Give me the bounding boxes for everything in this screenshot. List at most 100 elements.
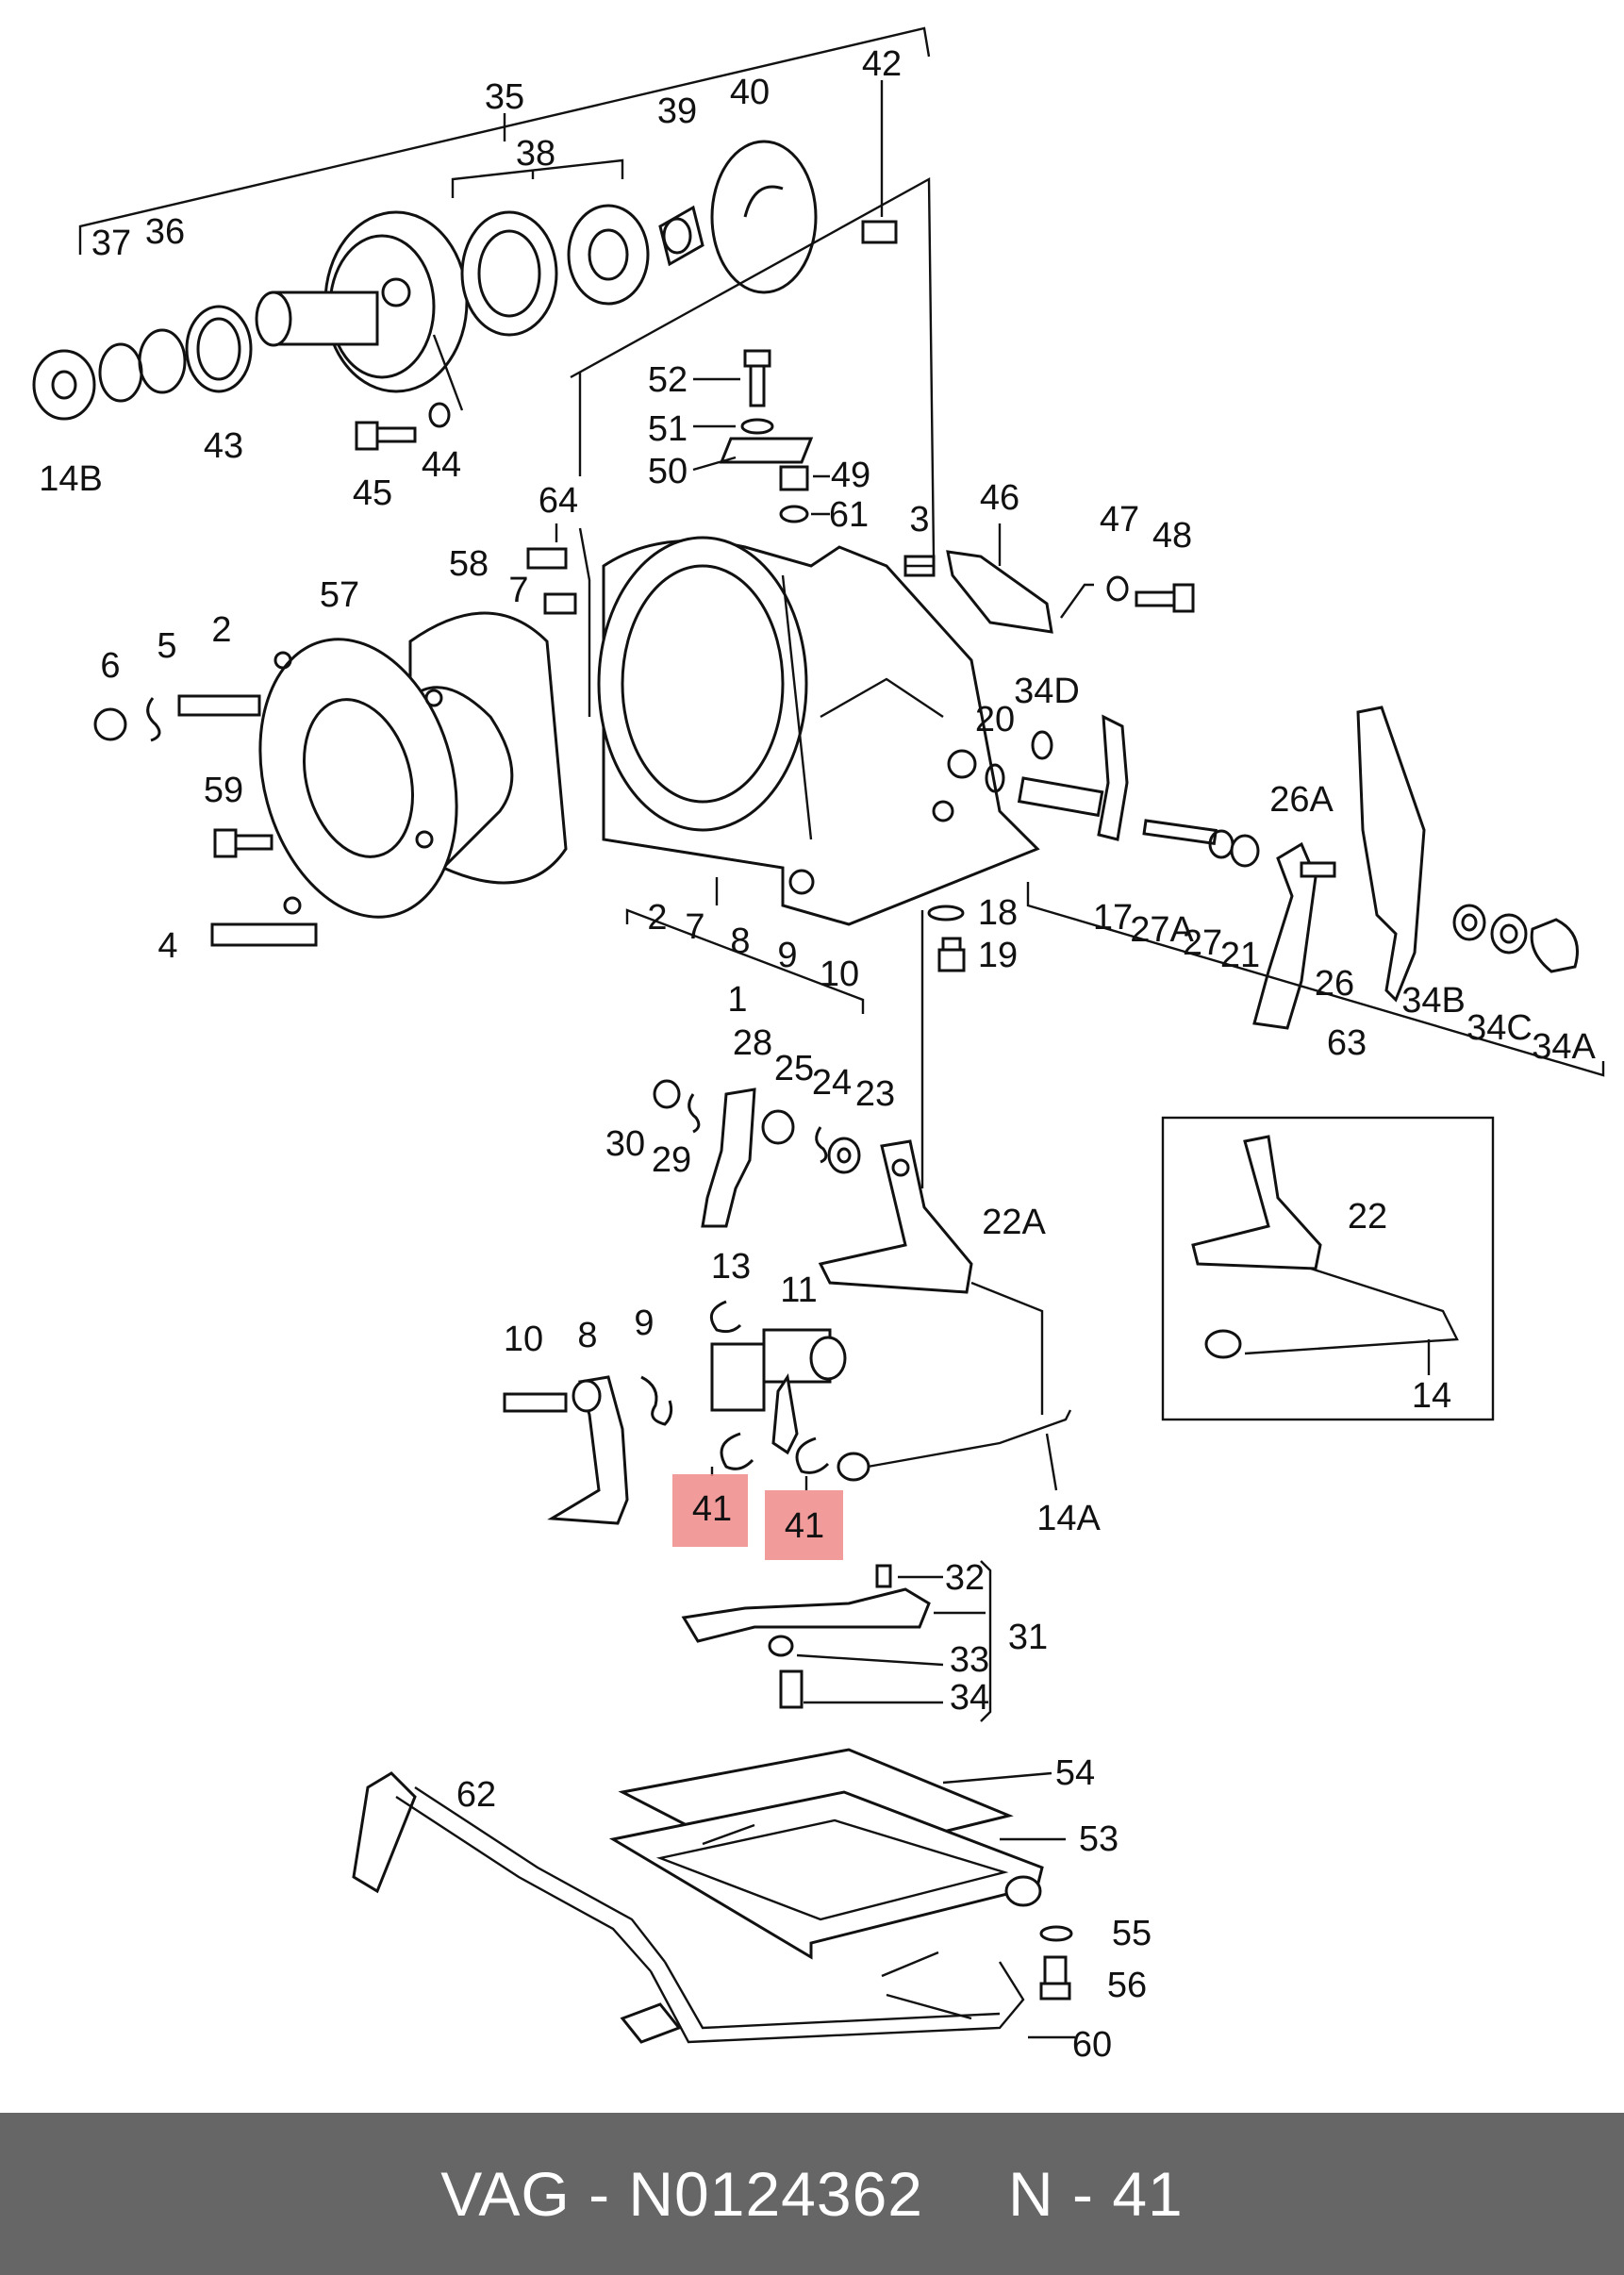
callout-label: 33 xyxy=(950,1640,989,1680)
callout-label: 14B xyxy=(39,459,103,499)
part-footer: VAG - N0124362 N - 41 xyxy=(0,2113,1624,2275)
callout-label: 47 xyxy=(1100,500,1139,540)
gear-38 xyxy=(460,204,650,337)
callout-label: 52 xyxy=(648,360,688,400)
callout-label: 28 xyxy=(733,1023,772,1063)
callout-label: 18 xyxy=(978,893,1018,933)
callout-label: 49 xyxy=(831,456,870,495)
callout-label: 35 xyxy=(485,77,524,117)
callout-label: 26A xyxy=(1269,780,1334,820)
clip-29 xyxy=(688,1093,701,1134)
bracket-28 xyxy=(701,1088,756,1228)
bolt-45 xyxy=(355,421,417,451)
callout-label: 24 xyxy=(812,1063,852,1103)
callout-label: 13 xyxy=(711,1247,751,1287)
callout-label: 62 xyxy=(456,1775,496,1815)
callout-label: 51 xyxy=(648,409,688,449)
callout-label: 59 xyxy=(204,771,243,810)
hub-39 xyxy=(658,205,704,267)
stud-4 xyxy=(210,922,318,947)
callout-label: 55 xyxy=(1112,1914,1152,1953)
clip-41-a xyxy=(720,1432,754,1470)
callout-label: 3 xyxy=(909,500,929,540)
callout-label: 9 xyxy=(634,1304,654,1343)
callout-label: 5 xyxy=(157,626,176,666)
callout-label: 7 xyxy=(508,571,528,610)
gasket-57 xyxy=(258,638,458,919)
transmission-housing xyxy=(597,536,1040,926)
callout-label: 39 xyxy=(657,91,697,131)
highlight-box-41-a xyxy=(672,1474,748,1547)
callout-label: 64 xyxy=(539,481,578,521)
callout-label: 27 xyxy=(1183,923,1222,963)
lever-8 xyxy=(547,1375,629,1525)
callout-label: 38 xyxy=(516,134,555,174)
bolt-52-group xyxy=(692,349,830,523)
callout-label: 10 xyxy=(820,955,859,994)
nut-34c xyxy=(1490,913,1528,955)
callout-label: 8 xyxy=(730,922,750,961)
callout-label: 19 xyxy=(978,936,1018,975)
callout-label: 8 xyxy=(577,1316,597,1355)
callout-label: 27A xyxy=(1130,910,1194,950)
callout-label: 60 xyxy=(1072,2025,1112,2065)
bolt-48 xyxy=(1135,583,1195,613)
callout-label: 30 xyxy=(605,1124,645,1164)
callout-label: 34 xyxy=(950,1678,989,1718)
bracket-46 xyxy=(946,523,1094,634)
nut-6 xyxy=(93,707,127,741)
callout-label: 6 xyxy=(100,646,120,686)
plug-7 xyxy=(543,592,577,615)
callout-label: 4 xyxy=(157,926,177,966)
callout-label: 41 xyxy=(785,1506,824,1546)
stud-2 xyxy=(177,694,261,717)
callout-label: 17 xyxy=(1093,898,1133,938)
lever-26 xyxy=(1356,706,1426,1003)
pin-10 xyxy=(503,1392,568,1413)
callout-label: 11 xyxy=(780,1270,817,1310)
callout-label: 20 xyxy=(975,700,1015,739)
detent-11 xyxy=(710,1328,847,1455)
callout-label: 43 xyxy=(204,426,243,466)
drum-assembly xyxy=(255,210,469,411)
callout-label: 9 xyxy=(777,936,797,975)
callout-label: 21 xyxy=(1220,936,1260,975)
callout-label: 37 xyxy=(91,224,131,263)
callout-label: 32 xyxy=(945,1558,985,1598)
callout-label: 48 xyxy=(1152,516,1192,556)
callout-label: 29 xyxy=(652,1140,691,1180)
callout-label: 40 xyxy=(730,73,770,112)
cap-34a xyxy=(1530,918,1579,973)
detail-box xyxy=(1161,1116,1495,1421)
callout-label: 34D xyxy=(1014,672,1080,711)
part-number: VAG - N0124362 xyxy=(440,2159,923,2229)
callout-label: 41 xyxy=(692,1489,732,1529)
callout-label: 25 xyxy=(774,1049,814,1088)
callout-label: 26 xyxy=(1315,964,1354,1004)
callout-label: 61 xyxy=(829,495,869,535)
callout-label: 2 xyxy=(647,898,667,938)
bolt-19 xyxy=(937,937,966,972)
nut-14b xyxy=(32,349,96,421)
top-assembly-group xyxy=(32,26,936,557)
nut-30 xyxy=(653,1079,681,1109)
plate-40 xyxy=(710,140,818,294)
callout-label: 50 xyxy=(648,452,688,491)
washer-23 xyxy=(827,1137,861,1174)
oil-pan xyxy=(608,1748,1066,1960)
callout-label: 53 xyxy=(1079,1819,1119,1859)
nut-25 xyxy=(761,1109,795,1145)
spring-9 xyxy=(640,1375,673,1426)
clip-24 xyxy=(815,1126,828,1164)
highlight-box-41-b xyxy=(765,1490,843,1560)
washer-43 xyxy=(185,305,253,393)
plug-64 xyxy=(526,523,568,570)
callout-label: 45 xyxy=(353,473,392,513)
callout-label: 63 xyxy=(1327,1023,1367,1063)
callout-label: 54 xyxy=(1055,1753,1095,1793)
ring-36 xyxy=(138,328,187,394)
selector-shaft xyxy=(985,714,1260,868)
callout-label: 34A xyxy=(1532,1027,1596,1067)
callout-label: 57 xyxy=(320,575,359,615)
callout-label: 22 xyxy=(1348,1197,1387,1237)
